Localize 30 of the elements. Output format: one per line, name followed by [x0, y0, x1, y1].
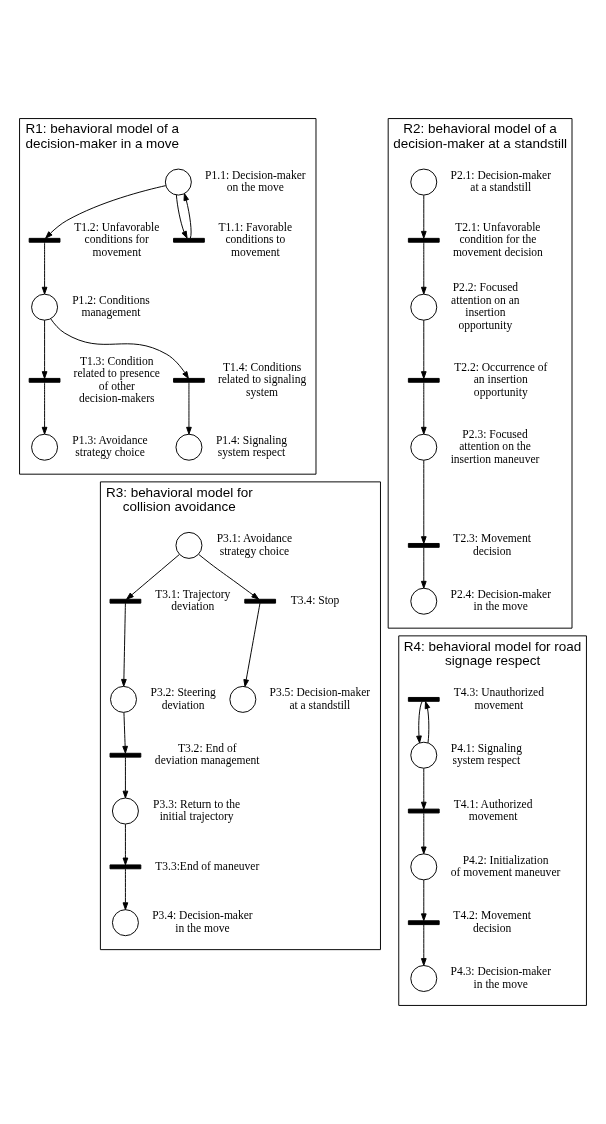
node-label: T2.1: Unfavorable condition for the movement decision	[452, 220, 543, 258]
node-label: T4.3: Unauthorized movement	[453, 686, 545, 711]
node-label: P4.3: Decision-maker in the move	[450, 965, 552, 990]
node-label: T1.3: Condition related to presence of other decision-makers	[73, 354, 160, 405]
node-label: P2.1: Decision-maker at a standstill	[450, 168, 552, 194]
node-label: P2.3: Focused attention on the insertion maneuver	[450, 427, 540, 465]
node-label: T2.3: Movement decision	[453, 532, 531, 557]
node-label: T3.3:End of maneuver	[155, 859, 260, 872]
node-label: P1.4: Signaling system respect	[215, 433, 288, 459]
node-label: T3.2: End of deviation management	[154, 741, 260, 767]
node-label: P2.2: Focused attention on an insertion opportunity	[451, 281, 520, 331]
node-label: P4.2: Initialization of movement maneuver	[450, 853, 561, 879]
node-label: T1.2: Unfavorable conditions for movement	[74, 220, 160, 258]
node-label: P3.5: Decision-maker at a standstill	[269, 686, 371, 711]
node-label: P3.2: Steering deviation	[150, 686, 216, 711]
node-label: P4.1: Signaling system respect	[450, 741, 522, 767]
node-label: P3.3: Return to the initial trajectory	[153, 797, 241, 823]
node-label: P2.4: Decision-maker in the move	[450, 587, 552, 613]
node-label: T2.2: Occurrence of an insertion opportunity	[454, 360, 548, 398]
node-label: P3.4: Decision-maker in the move	[152, 909, 253, 934]
node-label: P3.1: Avoidance strategy choice	[216, 532, 293, 557]
node-label: P1.2: Conditions management	[72, 293, 150, 319]
node-label: T1.4: Conditions related to signaling system	[217, 360, 307, 398]
node-label: P1.1: Decision-maker on the move	[205, 168, 306, 194]
node-label: T1.1: Favorable conditions to movement	[218, 220, 293, 258]
node-label: T4.2: Movement decision	[453, 909, 531, 934]
node-label: P1.3: Avoidance strategy choice	[72, 433, 148, 459]
node-label: T3.1: Trajectory deviation	[155, 587, 231, 613]
node-label: T4.1: Authorized movement	[453, 797, 533, 823]
node-label: T3.4: Stop	[290, 594, 340, 607]
